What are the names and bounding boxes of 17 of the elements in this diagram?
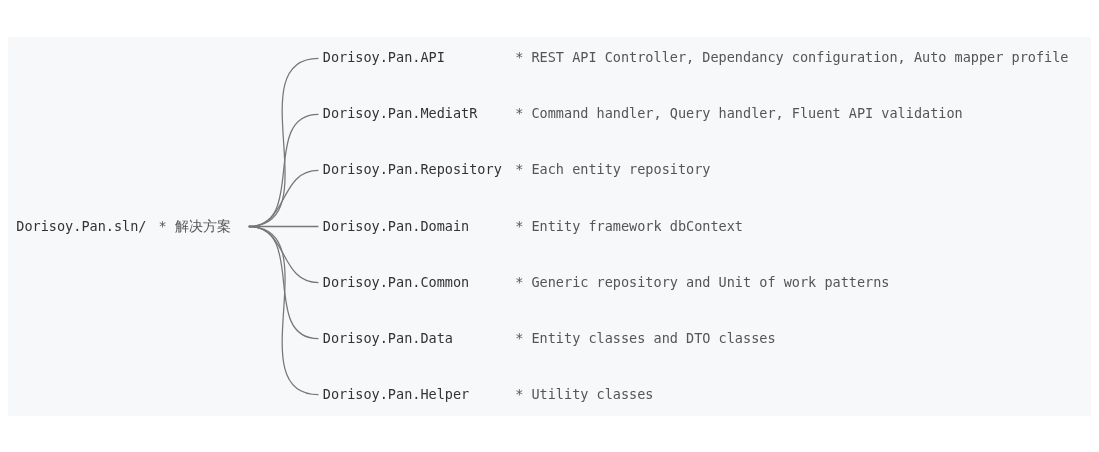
- node-label: * Utility classes: [515, 385, 654, 402]
- node-text: Dorisoy.Pan.sln/: [16, 217, 147, 234]
- node-label: * Entity classes and DTO classes: [515, 329, 776, 346]
- node-label: * Each entity repository: [515, 160, 711, 177]
- node-text: Dorisoy.Pan.MediatR: [322, 104, 478, 121]
- connector: [248, 225, 320, 395]
- node-label: * REST API Controller, Dependancy configuration, Auto mapper profile: [515, 48, 1069, 65]
- node-text: Dorisoy.Pan.Domain: [322, 217, 470, 234]
- node-label: * Command handler, Query handler, Fluent API validation: [515, 104, 963, 121]
- node-label: * Generic repository and Unit of work patterns: [515, 273, 890, 290]
- node-text: Dorisoy.Pan.Data: [322, 329, 453, 346]
- node-text: Dorisoy.Pan.Common: [322, 273, 470, 290]
- node-text: Dorisoy.Pan.Repository: [322, 160, 502, 177]
- node-text: Dorisoy.Pan.API: [322, 48, 445, 65]
- node-label: * Entity framework dbContext: [515, 217, 744, 234]
- node-text: Dorisoy.Pan.Helper: [322, 385, 470, 402]
- node-label: * 解决方案: [158, 217, 231, 234]
